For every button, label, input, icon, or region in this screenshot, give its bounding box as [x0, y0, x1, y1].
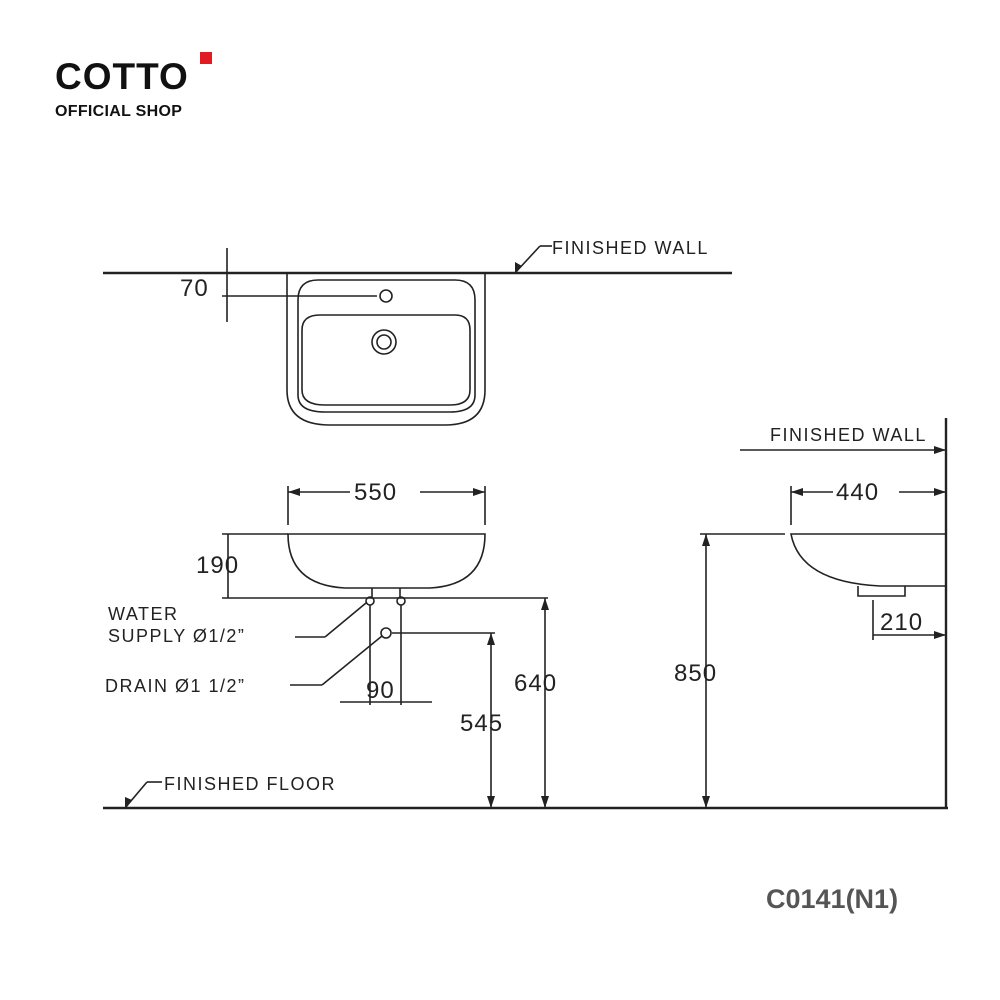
dim-545: 545 [460, 710, 503, 737]
dim-640-arrow-bottom [541, 796, 549, 808]
dim-640-arrow-top [541, 598, 549, 610]
top-view: FINISHED WALL 70 [103, 238, 732, 426]
dim-190: 190 [196, 552, 239, 579]
trap-side [857, 586, 906, 597]
floor: FINISHED FLOOR [103, 774, 948, 810]
finished-floor-label: FINISHED FLOOR [164, 774, 336, 794]
drain-pipe [380, 627, 392, 639]
dim-440-arrow-left [791, 488, 803, 496]
model-number: C0141(N1) [766, 884, 899, 914]
tap-hole [379, 289, 393, 303]
dim-640: 640 [514, 670, 557, 697]
drain-leader [321, 635, 383, 686]
brand-accent-square [200, 52, 212, 64]
dim-850-arrow-bottom [702, 796, 710, 808]
drain-label: DRAIN Ø1 1/2” [105, 676, 246, 696]
basin-side [790, 533, 947, 587]
water-supply-label-2: SUPPLY Ø1/2” [108, 626, 245, 646]
dim-70: 70 [180, 275, 209, 302]
dim-550-bg [350, 478, 420, 502]
water-supply-label-1: WATER [108, 604, 179, 624]
dim-210: 210 [880, 609, 923, 636]
dim-550-arrow-left [288, 488, 300, 496]
water-supply-leader [324, 602, 367, 638]
dim-550-arrow-right [473, 488, 485, 496]
dim-440-arrow-right [934, 488, 946, 496]
dim-545-arrow-bottom [487, 796, 495, 808]
finished-wall-label-side: FINISHED WALL [770, 425, 927, 445]
brand-name: COTTO [55, 56, 189, 97]
front-view: 550 190 90 WATER SUPPLY Ø1/2” DRAIN Ø1 1… [105, 478, 557, 808]
dim-850: 850 [674, 660, 717, 687]
dim-550: 550 [354, 479, 397, 506]
top-wall-arrow [515, 262, 522, 273]
dim-90: 90 [366, 677, 395, 704]
dim-850-arrow-top [702, 534, 710, 546]
brand-logo: COTTO OFFICIAL SHOP [55, 52, 212, 121]
brand-tagline: OFFICIAL SHOP [55, 103, 183, 120]
basin-rim-top [297, 279, 476, 413]
basin-bowl-top [301, 314, 471, 406]
finished-wall-label-top: FINISHED WALL [552, 238, 709, 258]
drain-hole-inner [376, 334, 392, 350]
dim-545-arrow-top [487, 633, 495, 645]
side-view: FINISHED WALL 440 210 850 [674, 418, 948, 808]
floor-arrow [125, 797, 132, 808]
basin-outer-top [286, 273, 486, 426]
drain-hole-outer [371, 329, 397, 355]
basin-front [287, 533, 486, 589]
dim-440: 440 [836, 479, 879, 506]
dim-210-arrow [934, 631, 946, 639]
side-wall-arrow [934, 446, 946, 454]
dim-440-bg [833, 478, 899, 502]
